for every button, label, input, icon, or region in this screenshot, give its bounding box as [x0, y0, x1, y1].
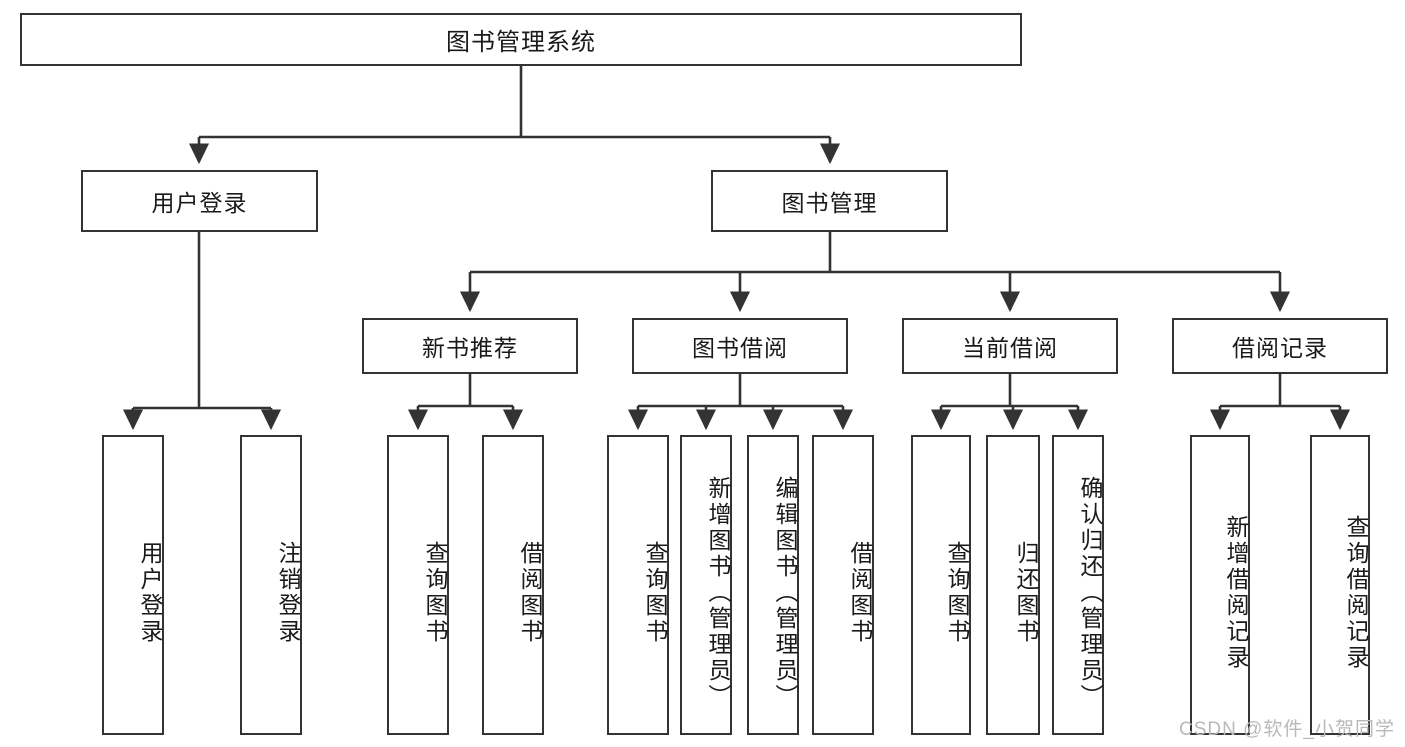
- node-current-borrow[interactable]: 当前借阅: [902, 318, 1118, 374]
- leaf-user-login[interactable]: 用户登录: [102, 435, 164, 735]
- leaf-edit-book-admin-label: 编辑图书（管理员）: [772, 476, 798, 710]
- leaf-confirm-return-admin-label: 确认归还（管理员）: [1077, 476, 1103, 710]
- leaf-add-borrow-record[interactable]: 新增借阅记录: [1190, 435, 1250, 735]
- leaf-logout[interactable]: 注销登录: [240, 435, 302, 735]
- node-current-borrow-label: 当前借阅: [962, 335, 1058, 361]
- leaf-query-book-borrow[interactable]: 查询图书: [607, 435, 669, 735]
- node-book-borrow[interactable]: 图书借阅: [632, 318, 848, 374]
- leaf-add-book-admin[interactable]: 新增图书（管理员）: [680, 435, 732, 735]
- node-new-book-recommend[interactable]: 新书推荐: [362, 318, 578, 374]
- node-root-label: 图书管理系统: [446, 29, 596, 56]
- leaf-add-borrow-record-label: 新增借阅记录: [1223, 515, 1249, 671]
- node-book-management-label: 图书管理: [781, 190, 878, 216]
- node-new-book-recommend-label: 新书推荐: [422, 335, 518, 361]
- leaf-borrow-book-recommend-label: 借阅图书: [517, 541, 543, 645]
- node-book-management[interactable]: 图书管理: [711, 170, 948, 232]
- leaf-borrow-book-recommend[interactable]: 借阅图书: [482, 435, 544, 735]
- leaf-query-book-recommend-label: 查询图书: [422, 541, 448, 645]
- leaf-borrow-book-label: 借阅图书: [847, 541, 873, 645]
- leaf-user-login-label: 用户登录: [137, 541, 163, 645]
- leaf-query-book-borrow-label: 查询图书: [642, 541, 668, 645]
- leaf-borrow-book[interactable]: 借阅图书: [812, 435, 874, 735]
- node-borrow-record-label: 借阅记录: [1232, 335, 1328, 361]
- node-borrow-record[interactable]: 借阅记录: [1172, 318, 1388, 374]
- leaf-query-book-current[interactable]: 查询图书: [911, 435, 971, 735]
- leaf-edit-book-admin[interactable]: 编辑图书（管理员）: [747, 435, 799, 735]
- node-user-login[interactable]: 用户登录: [81, 170, 318, 232]
- leaf-query-book-current-label: 查询图书: [944, 541, 970, 645]
- leaf-confirm-return-admin[interactable]: 确认归还（管理员）: [1052, 435, 1104, 735]
- node-root[interactable]: 图书管理系统: [20, 13, 1022, 66]
- leaf-query-book-recommend[interactable]: 查询图书: [387, 435, 449, 735]
- node-book-borrow-label: 图书借阅: [692, 335, 788, 361]
- leaf-query-borrow-record[interactable]: 查询借阅记录: [1310, 435, 1370, 735]
- leaf-return-book[interactable]: 归还图书: [986, 435, 1040, 735]
- leaf-query-borrow-record-label: 查询借阅记录: [1343, 515, 1369, 671]
- leaf-logout-label: 注销登录: [275, 541, 301, 645]
- watermark-text: CSDN @软件_小贺同学: [1179, 719, 1395, 740]
- node-user-login-label: 用户登录: [151, 190, 248, 216]
- leaf-return-book-label: 归还图书: [1013, 541, 1039, 645]
- leaf-add-book-admin-label: 新增图书（管理员）: [705, 476, 731, 710]
